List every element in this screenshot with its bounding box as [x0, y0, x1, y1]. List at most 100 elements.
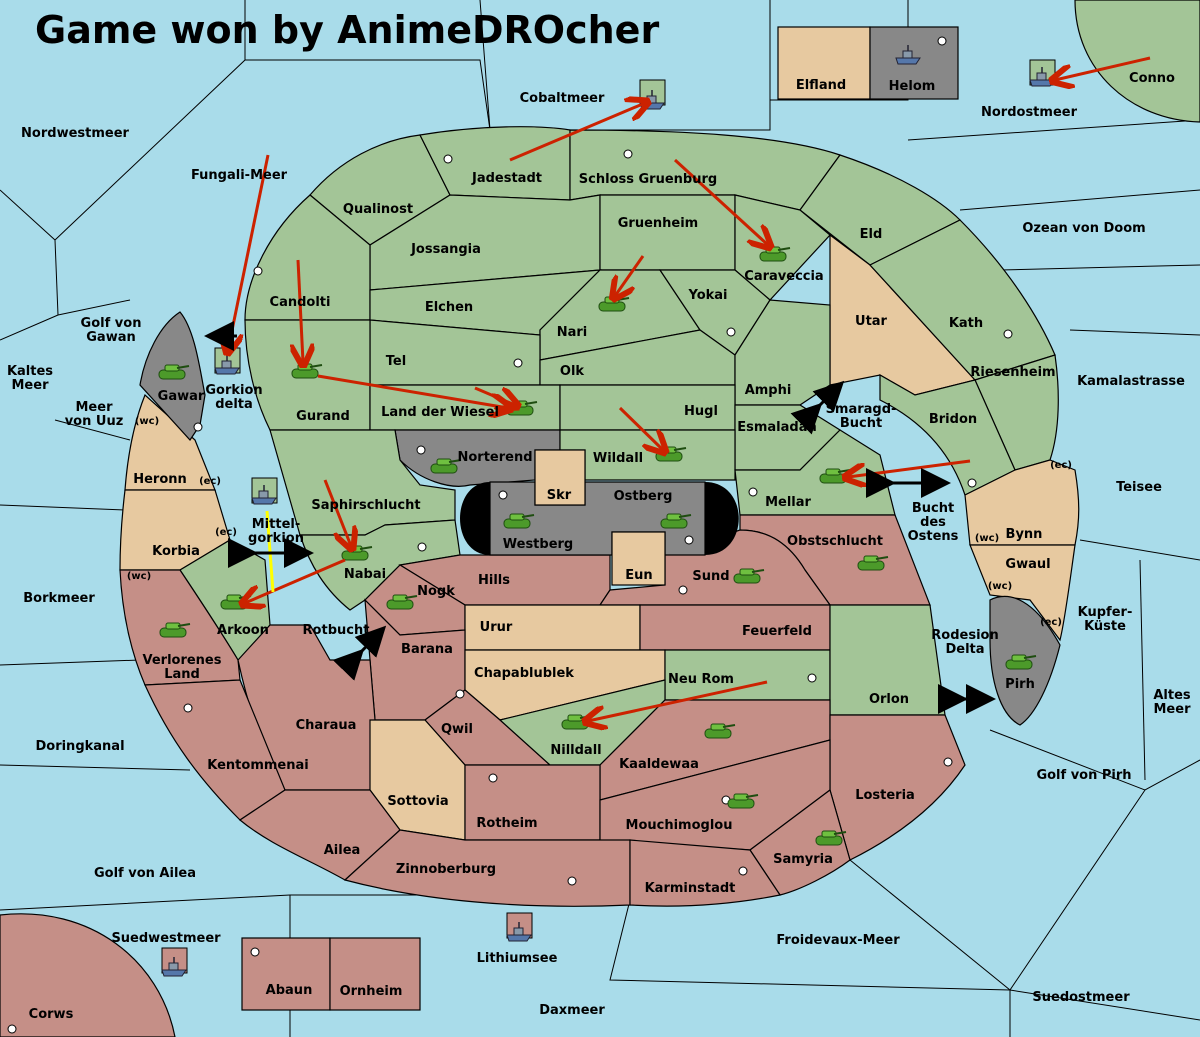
territory-saphir [269, 429, 456, 536]
label-gorkion-1: Gorkion [205, 383, 262, 398]
label-altes-2: Meer [1154, 702, 1192, 717]
label-doringkanal: Doringkanal [35, 739, 124, 754]
label-helom: Helom [889, 79, 936, 94]
label-elchen: Elchen [425, 300, 473, 315]
label-esmaladan: Esmaladan [737, 420, 817, 435]
label-caraveccia: Caraveccia [744, 269, 823, 284]
label-smaragd-1: Smaragd- [826, 402, 897, 417]
label-tel: Tel [386, 354, 406, 369]
label-arkoon: Arkoon [217, 623, 269, 638]
label-golfgawan-1: Golf von [81, 316, 142, 331]
label-borkmeer: Borkmeer [23, 591, 95, 606]
label-corws: Corws [29, 1007, 74, 1022]
label-nordostmeer: Nordostmeer [981, 105, 1078, 120]
territory-skr [534, 449, 586, 506]
label-heronn: Heronn [133, 472, 187, 487]
label-qualinost: Qualinost [343, 202, 413, 217]
label-fungali: Fungali-Meer [191, 168, 288, 183]
territory-caraveccia [734, 194, 831, 301]
label-sund: Sund [692, 569, 729, 584]
label-obstschlucht: Obstschlucht [787, 534, 883, 549]
label-golfgawan-2: Gawan [86, 330, 135, 345]
label-westberg: Westberg [503, 537, 573, 552]
label-ornheim: Ornheim [340, 984, 403, 999]
label-pirh: Pirh [1005, 677, 1035, 692]
label-conno: Conno [1129, 71, 1175, 86]
label-bynn: Bynn [1006, 527, 1043, 542]
coast-heronn-ec: (ec) [199, 476, 221, 487]
label-orlon: Orlon [869, 692, 909, 707]
island-ornheim [329, 937, 421, 1011]
label-froidevaux: Froidevaux-Meer [776, 933, 900, 948]
label-mittel-1: Mittel- [252, 517, 301, 532]
label-karmin: Karminstadt [645, 881, 736, 896]
label-landwiesel: Land der Wiesel [381, 405, 499, 420]
move-arrows [228, 56, 1151, 721]
label-gorkion-2: delta [215, 397, 253, 412]
label-riesenheim: Riesenheim [970, 365, 1055, 380]
coast-korbia-ec: (ec) [215, 527, 237, 538]
label-mittel-2: gorkion [248, 531, 304, 546]
label-korbia: Korbia [152, 544, 200, 559]
label-ozean: Ozean von Doom [1022, 221, 1145, 236]
label-lithium: Lithiumsee [477, 951, 558, 966]
label-kaltes-1: Kaltes [7, 364, 53, 379]
territory-wildall [559, 429, 736, 481]
label-gwaul: Gwaul [1005, 557, 1050, 572]
territory-labels: Elfland Helom Conno Nordostmeer Cobaltme… [7, 71, 1191, 1022]
label-meeruuz-1: Meer [76, 400, 114, 415]
label-verloren-2: Land [164, 667, 200, 682]
label-wildall: Wildall [593, 451, 643, 466]
territory-eun [611, 531, 666, 586]
label-kamala: Kamalastrasse [1077, 374, 1185, 389]
label-bucht-3: Ostens [908, 529, 959, 544]
label-teisee: Teisee [1116, 480, 1162, 495]
label-verloren-1: Verlorenes [142, 653, 221, 668]
territory-korbia [119, 489, 231, 571]
label-qwil: Qwil [441, 722, 473, 737]
label-sottovia: Sottovia [387, 794, 448, 809]
label-elfland: Elfland [796, 78, 846, 93]
mountain-left-cap [460, 482, 490, 555]
mountain-right-cap [705, 482, 739, 555]
label-nabai: Nabai [344, 567, 386, 582]
label-charaua: Charaua [296, 718, 357, 733]
label-kaaldewaa: Kaaldewaa [619, 757, 699, 772]
label-samyria: Samyria [773, 852, 833, 867]
label-bucht-2: des [920, 515, 946, 530]
label-urur: Urur [480, 620, 513, 635]
coast-gwaul-wc: (wc) [988, 581, 1012, 592]
label-suedwest: Suedwestmeer [111, 931, 221, 946]
coast-bynn-wc: (wc) [975, 533, 999, 544]
label-eld: Eld [860, 227, 883, 242]
label-abaun: Abaun [266, 983, 313, 998]
game-result-title: Game won by AnimeDROcher [35, 8, 660, 52]
label-rotbucht: Rotbucht [303, 623, 370, 638]
label-gurand: Gurand [296, 409, 350, 424]
label-rodesion-2: Delta [945, 642, 984, 657]
label-mouchi: Mouchimoglou [626, 818, 733, 833]
label-bridon: Bridon [929, 412, 977, 427]
label-daxmeer: Daxmeer [539, 1003, 605, 1018]
territory-gruenheim [599, 194, 736, 271]
label-golfpirh: Golf von Pirh [1036, 768, 1131, 783]
label-feuerfeld: Feuerfeld [742, 624, 812, 639]
label-zinnober: Zinnoberburg [396, 862, 496, 877]
label-kentom: Kentommenai [207, 758, 308, 773]
label-utar: Utar [855, 314, 888, 329]
label-skr: Skr [547, 488, 572, 503]
label-bucht-1: Bucht [912, 501, 954, 516]
label-amphi: Amphi [745, 383, 792, 398]
coast-labels: (wc) (ec) (ec) (wc) (ec) (wc) (wc) (ec) [127, 416, 1072, 628]
coast-bynn-ec: (ec) [1050, 460, 1072, 471]
territory-karmin [629, 839, 781, 907]
label-schloss: Schloss Gruenburg [579, 172, 717, 187]
label-rodesion-1: Rodesion [931, 628, 998, 643]
label-nilldall: Nilldall [550, 743, 601, 758]
label-olk: Olk [560, 364, 585, 379]
label-golfailea: Golf von Ailea [94, 866, 196, 881]
label-gawar: Gawar [158, 389, 205, 404]
coast-gawar-wc: (wc) [135, 416, 159, 427]
